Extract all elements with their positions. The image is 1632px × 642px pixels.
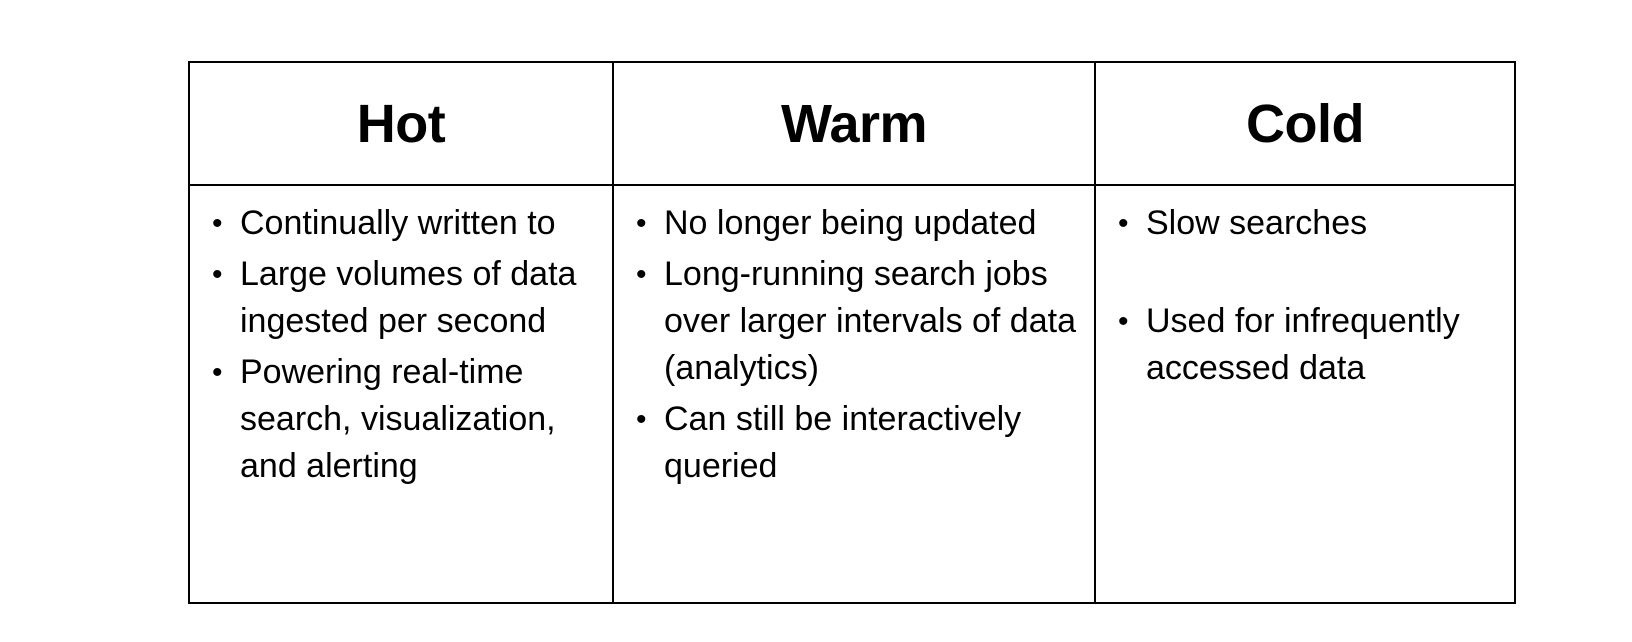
list-item: Can still be interactively queried — [634, 396, 1088, 490]
header-cold: Cold — [1094, 61, 1516, 186]
list-item: Powering real-time search, visualization… — [210, 349, 606, 490]
cell-warm: No longer being updated Long-running sea… — [612, 184, 1096, 604]
cell-cold: Slow searches Used for infrequently acce… — [1094, 184, 1516, 604]
list-item: Large volumes of data ingested per secon… — [210, 251, 606, 345]
data-tiers-table: Hot Warm Cold Continually written to Lar… — [188, 61, 1516, 604]
list-item: No longer being updated — [634, 200, 1088, 247]
cold-list: Slow searches Used for infrequently acce… — [1096, 186, 1514, 392]
table-header-row: Hot Warm Cold — [188, 61, 1516, 186]
table-body-row: Continually written to Large volumes of … — [188, 184, 1516, 604]
hot-list: Continually written to Large volumes of … — [190, 186, 612, 490]
header-hot: Hot — [188, 61, 614, 186]
list-item: Slow searches — [1116, 200, 1508, 247]
list-item: Long-running search jobs over larger int… — [634, 251, 1088, 392]
list-item: Used for infrequently accessed data — [1116, 298, 1508, 392]
cell-hot: Continually written to Large volumes of … — [188, 184, 614, 604]
warm-list: No longer being updated Long-running sea… — [614, 186, 1094, 490]
list-item: Continually written to — [210, 200, 606, 247]
header-warm: Warm — [612, 61, 1096, 186]
